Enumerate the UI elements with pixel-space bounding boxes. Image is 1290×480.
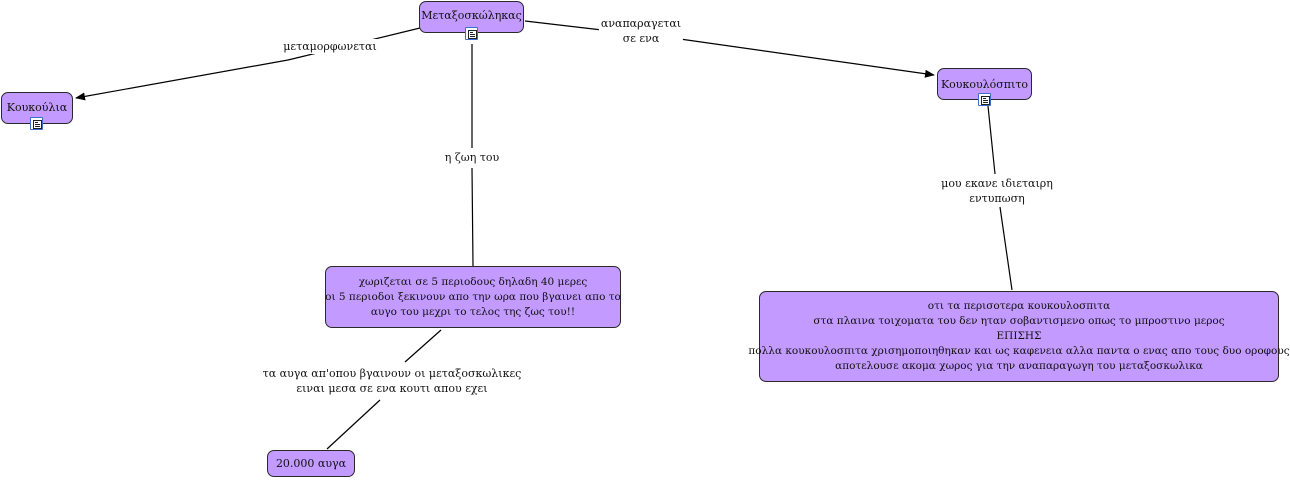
- link-label-line: αναπαραγεται: [600, 17, 682, 30]
- link-line-reproduces-right: [679, 38, 935, 78]
- link-label-line: ειναι μεσα σε ενα κουτι απου εχει: [296, 382, 488, 395]
- link-label-line: τα αυγα απ'οπου βγαινουν οι μεταξοσκωλικ…: [262, 367, 522, 380]
- link-label-line: μεταμορφωνεται: [283, 40, 377, 53]
- link-line-reproduces-left: [524, 20, 603, 31]
- link-line-impression-upper: [987, 105, 996, 175]
- node-text-line: αυγο του μεχρι το τελος της ζως του!!: [370, 305, 576, 318]
- link-label-reproduces[interactable]: αναπαραγεται σε ενα: [598, 16, 684, 46]
- concept-node-life-periods[interactable]: χωριζεται σε 5 περιοδους δηλαδη 40 μερες…: [325, 266, 621, 328]
- node-text-line: πολλα κουκουλοσπιτα χρισημοποιηθηκαν και…: [748, 345, 1290, 357]
- link-line-impression-lower: [999, 206, 1013, 291]
- link-line-eggs-box-upper: [404, 329, 442, 363]
- node-text-line: οτι τα περισοτερα κουκουλοσπιτα: [927, 300, 1111, 312]
- node-text-line: στα πλαινα τοιχοματα του δεν ηταν σοβαντ…: [813, 315, 1225, 327]
- link-label-line: μου εκανε ιδιεταιρη: [941, 177, 1053, 190]
- concept-node-impression[interactable]: οτι τα περισοτερα κουκουλοσπιτα στα πλαι…: [748, 291, 1290, 382]
- concept-node-label: Κουκούλια: [6, 101, 68, 114]
- note-icon[interactable]: [465, 27, 478, 40]
- link-label-its-life[interactable]: η ζωη του: [442, 150, 502, 165]
- link-label-eggs-box[interactable]: τα αυγα απ'οπου βγαινουν οι μεταξοσκωλικ…: [260, 366, 524, 396]
- concept-node-label: Μεταξοσκώληκας: [421, 8, 522, 22]
- node-text-line: οι 5 περιοδοι ξεκινουν απο την ωρα που β…: [325, 290, 621, 303]
- link-label-metamorphosis[interactable]: μεταμορφωνεται: [281, 39, 379, 54]
- link-label-line: σε ενα: [622, 32, 660, 45]
- concept-node-label: 20.000 αυγα: [275, 457, 347, 470]
- link-label-impression[interactable]: μου εκανε ιδιεταιρη εντυπωση: [939, 176, 1055, 206]
- concept-node-eggs[interactable]: 20.000 αυγα: [267, 450, 355, 477]
- concept-node-label: Κουκουλόσπιτο: [940, 77, 1029, 91]
- link-line-eggs-box-lower: [326, 399, 381, 450]
- node-text-line: χωριζεται σε 5 περιοδους δηλαδη 40 μερες: [358, 275, 588, 288]
- node-text-line: ΕΠΙΣΗΣ: [996, 330, 1042, 342]
- link-label-line: η ζωη του: [444, 151, 500, 164]
- link-label-line: εντυπωση: [969, 192, 1025, 205]
- concept-node-cocoon-house[interactable]: Κουκουλόσπιτο: [937, 68, 1032, 100]
- link-line-metamorphosis-lower: [75, 59, 289, 101]
- note-icon[interactable]: [978, 93, 991, 106]
- node-text-line: αποτελουσε ακομα χωρος για την αναπαραγω…: [835, 360, 1203, 372]
- link-line-its-life-lower: [471, 167, 474, 267]
- note-icon[interactable]: [30, 117, 43, 130]
